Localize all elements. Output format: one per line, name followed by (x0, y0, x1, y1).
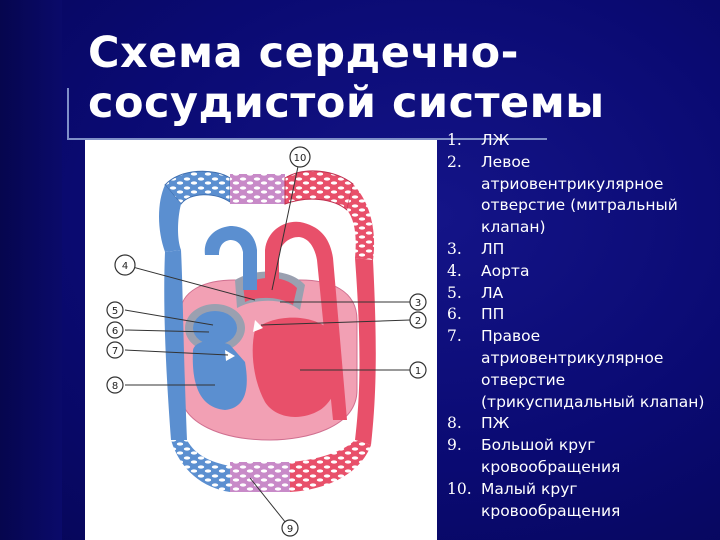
systemic-circulation (164, 250, 376, 492)
legend-number: 6. (447, 305, 462, 324)
legend-item: 1. ЛЖ (447, 130, 717, 152)
legend-number: 4. (447, 261, 462, 280)
legend-item: 10. Малый круг кровообращения (447, 479, 717, 523)
legend-text: Аорта (481, 261, 530, 280)
legend-number: 8. (447, 414, 462, 433)
callout-7: 7 (112, 346, 118, 357)
legend-text: Большой круг кровообращения (481, 436, 621, 476)
legend-item: 7. Правое атриовентрикулярное отверстие (… (447, 326, 717, 413)
legend-text: ПЖ (481, 414, 510, 433)
legend-text: ЛЖ (481, 131, 510, 149)
pulmonary-circulation (159, 170, 375, 260)
callout-3: 3 (415, 298, 421, 309)
circulation-diagram: 10 4 5 6 7 8 3 2 1 9 (85, 140, 437, 540)
callout-8: 8 (112, 381, 118, 392)
legend-item: 8. ПЖ (447, 413, 717, 435)
legend-item: 6. ПП (447, 304, 717, 326)
legend-number: 2. (447, 152, 462, 171)
legend-item: 3. ЛП (447, 239, 717, 261)
legend-number: 7. (447, 327, 462, 346)
callout-10: 10 (294, 153, 307, 164)
legend-item: 2. Левое атриовентрикулярное отверстие (м… (447, 152, 717, 239)
legend-number: 3. (447, 239, 462, 258)
slide-title: Схема сердечно- сосудистой системы (88, 28, 605, 128)
legend-number: 9. (447, 436, 462, 455)
callout-4: 4 (122, 261, 128, 272)
great-vessels (204, 221, 347, 420)
legend-list: 1. ЛЖ 2. Левое атриовентрикулярное отверст… (447, 130, 717, 522)
callout-1: 1 (415, 366, 421, 377)
legend-item: 5. ЛА (447, 283, 717, 305)
legend-text: Малый круг кровообращения (481, 479, 621, 520)
legend-text: ЛА (481, 283, 504, 302)
legend-text: ПП (481, 305, 505, 324)
callout-2: 2 (415, 316, 421, 327)
callout-9: 9 (287, 524, 293, 535)
callouts: 10 4 5 6 7 8 3 2 1 9 (106, 146, 427, 537)
legend-text: ЛП (481, 239, 505, 258)
slide-title-line-1: Схема сердечно- (88, 28, 520, 78)
legend-number: 5. (447, 283, 462, 302)
callout-5: 5 (112, 306, 118, 317)
legend-number: 10. (447, 479, 472, 498)
callout-lines (124, 156, 411, 529)
legend-text: Правое атриовентрикулярное отверстие (тр… (481, 327, 705, 411)
vertical-rule (67, 88, 69, 140)
callout-6: 6 (112, 326, 118, 337)
left-decor-band (0, 0, 62, 540)
legend-item: 4. Аорта (447, 261, 717, 283)
horizontal-rule (67, 138, 547, 140)
legend-item: 9. Большой круг кровообращения (447, 435, 717, 479)
slide-title-line-2: сосудистой системы (88, 78, 605, 128)
legend-number: 1. (447, 131, 462, 149)
circulation-diagram-svg: 10 4 5 6 7 8 3 2 1 9 (106, 146, 427, 537)
legend-text: Левое атриовентрикулярное отверстие (мит… (481, 152, 678, 237)
